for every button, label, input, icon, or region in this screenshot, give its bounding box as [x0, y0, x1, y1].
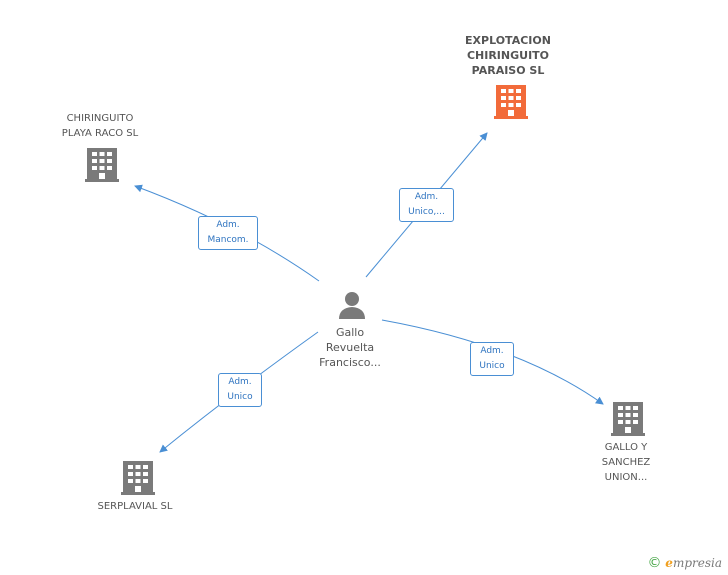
brand-name: empresia — [665, 556, 722, 570]
company-label-serplavial[interactable]: SERPLAVIAL SL — [75, 499, 195, 514]
label-line: PLAYA RACO SL — [61, 128, 139, 139]
brand-logo: © empresia — [647, 555, 722, 571]
label-line: Francisco... — [319, 356, 381, 369]
edge-label-explotacion[interactable]: Adm. Unico,... — [399, 188, 454, 222]
label-line: PARAISO SL — [471, 64, 545, 77]
label-line: GALLO Y — [604, 442, 648, 453]
label-line: CHIRINGUITO — [466, 49, 550, 62]
person-icon[interactable] — [339, 292, 365, 319]
brand-initial: e — [665, 556, 673, 570]
edge-label-line: Adm. — [216, 220, 240, 230]
label-line: Gallo — [335, 326, 365, 339]
edge-label-gallo-sanchez[interactable]: Adm. Unico — [470, 342, 514, 376]
edge-label-line: Adm. — [228, 377, 252, 387]
building-icon[interactable] — [494, 85, 528, 119]
edge-label-line: Adm. — [480, 346, 504, 356]
company-label-explotacion[interactable]: EXPLOTACION CHIRINGUITO PARAISO SL — [448, 33, 568, 78]
edge-label-serplavial[interactable]: Adm. Unico — [218, 373, 262, 407]
edge-label-line: Unico — [479, 361, 505, 371]
label-line: SANCHEZ — [601, 457, 651, 468]
company-label-gallo-sanchez[interactable]: GALLO Y SANCHEZ UNION... — [566, 440, 686, 485]
brand-rest: mpresia — [672, 556, 722, 570]
edge-label-line: Mancom. — [207, 235, 249, 245]
person-label[interactable]: Gallo Revuelta Francisco... — [290, 325, 410, 370]
edge-label-line: Unico — [227, 392, 253, 402]
building-icon[interactable] — [611, 402, 645, 436]
label-line: EXPLOTACION — [465, 34, 551, 47]
building-icon[interactable] — [121, 461, 155, 495]
label-line: SERPLAVIAL SL — [97, 501, 173, 512]
edge-label-chiringuito-playa[interactable]: Adm. Mancom. — [198, 216, 258, 250]
label-line: CHIRINGUITO — [66, 113, 134, 124]
company-label-chiringuito-playa[interactable]: CHIRINGUITO PLAYA RACO SL — [40, 111, 160, 141]
copyright-icon: © — [647, 555, 662, 571]
label-line: UNION... — [604, 472, 648, 483]
label-line: Revuelta — [325, 341, 375, 354]
edge-label-line: Unico,... — [408, 207, 445, 217]
edge-label-line: Adm. — [414, 192, 439, 202]
building-icon[interactable] — [85, 148, 119, 182]
